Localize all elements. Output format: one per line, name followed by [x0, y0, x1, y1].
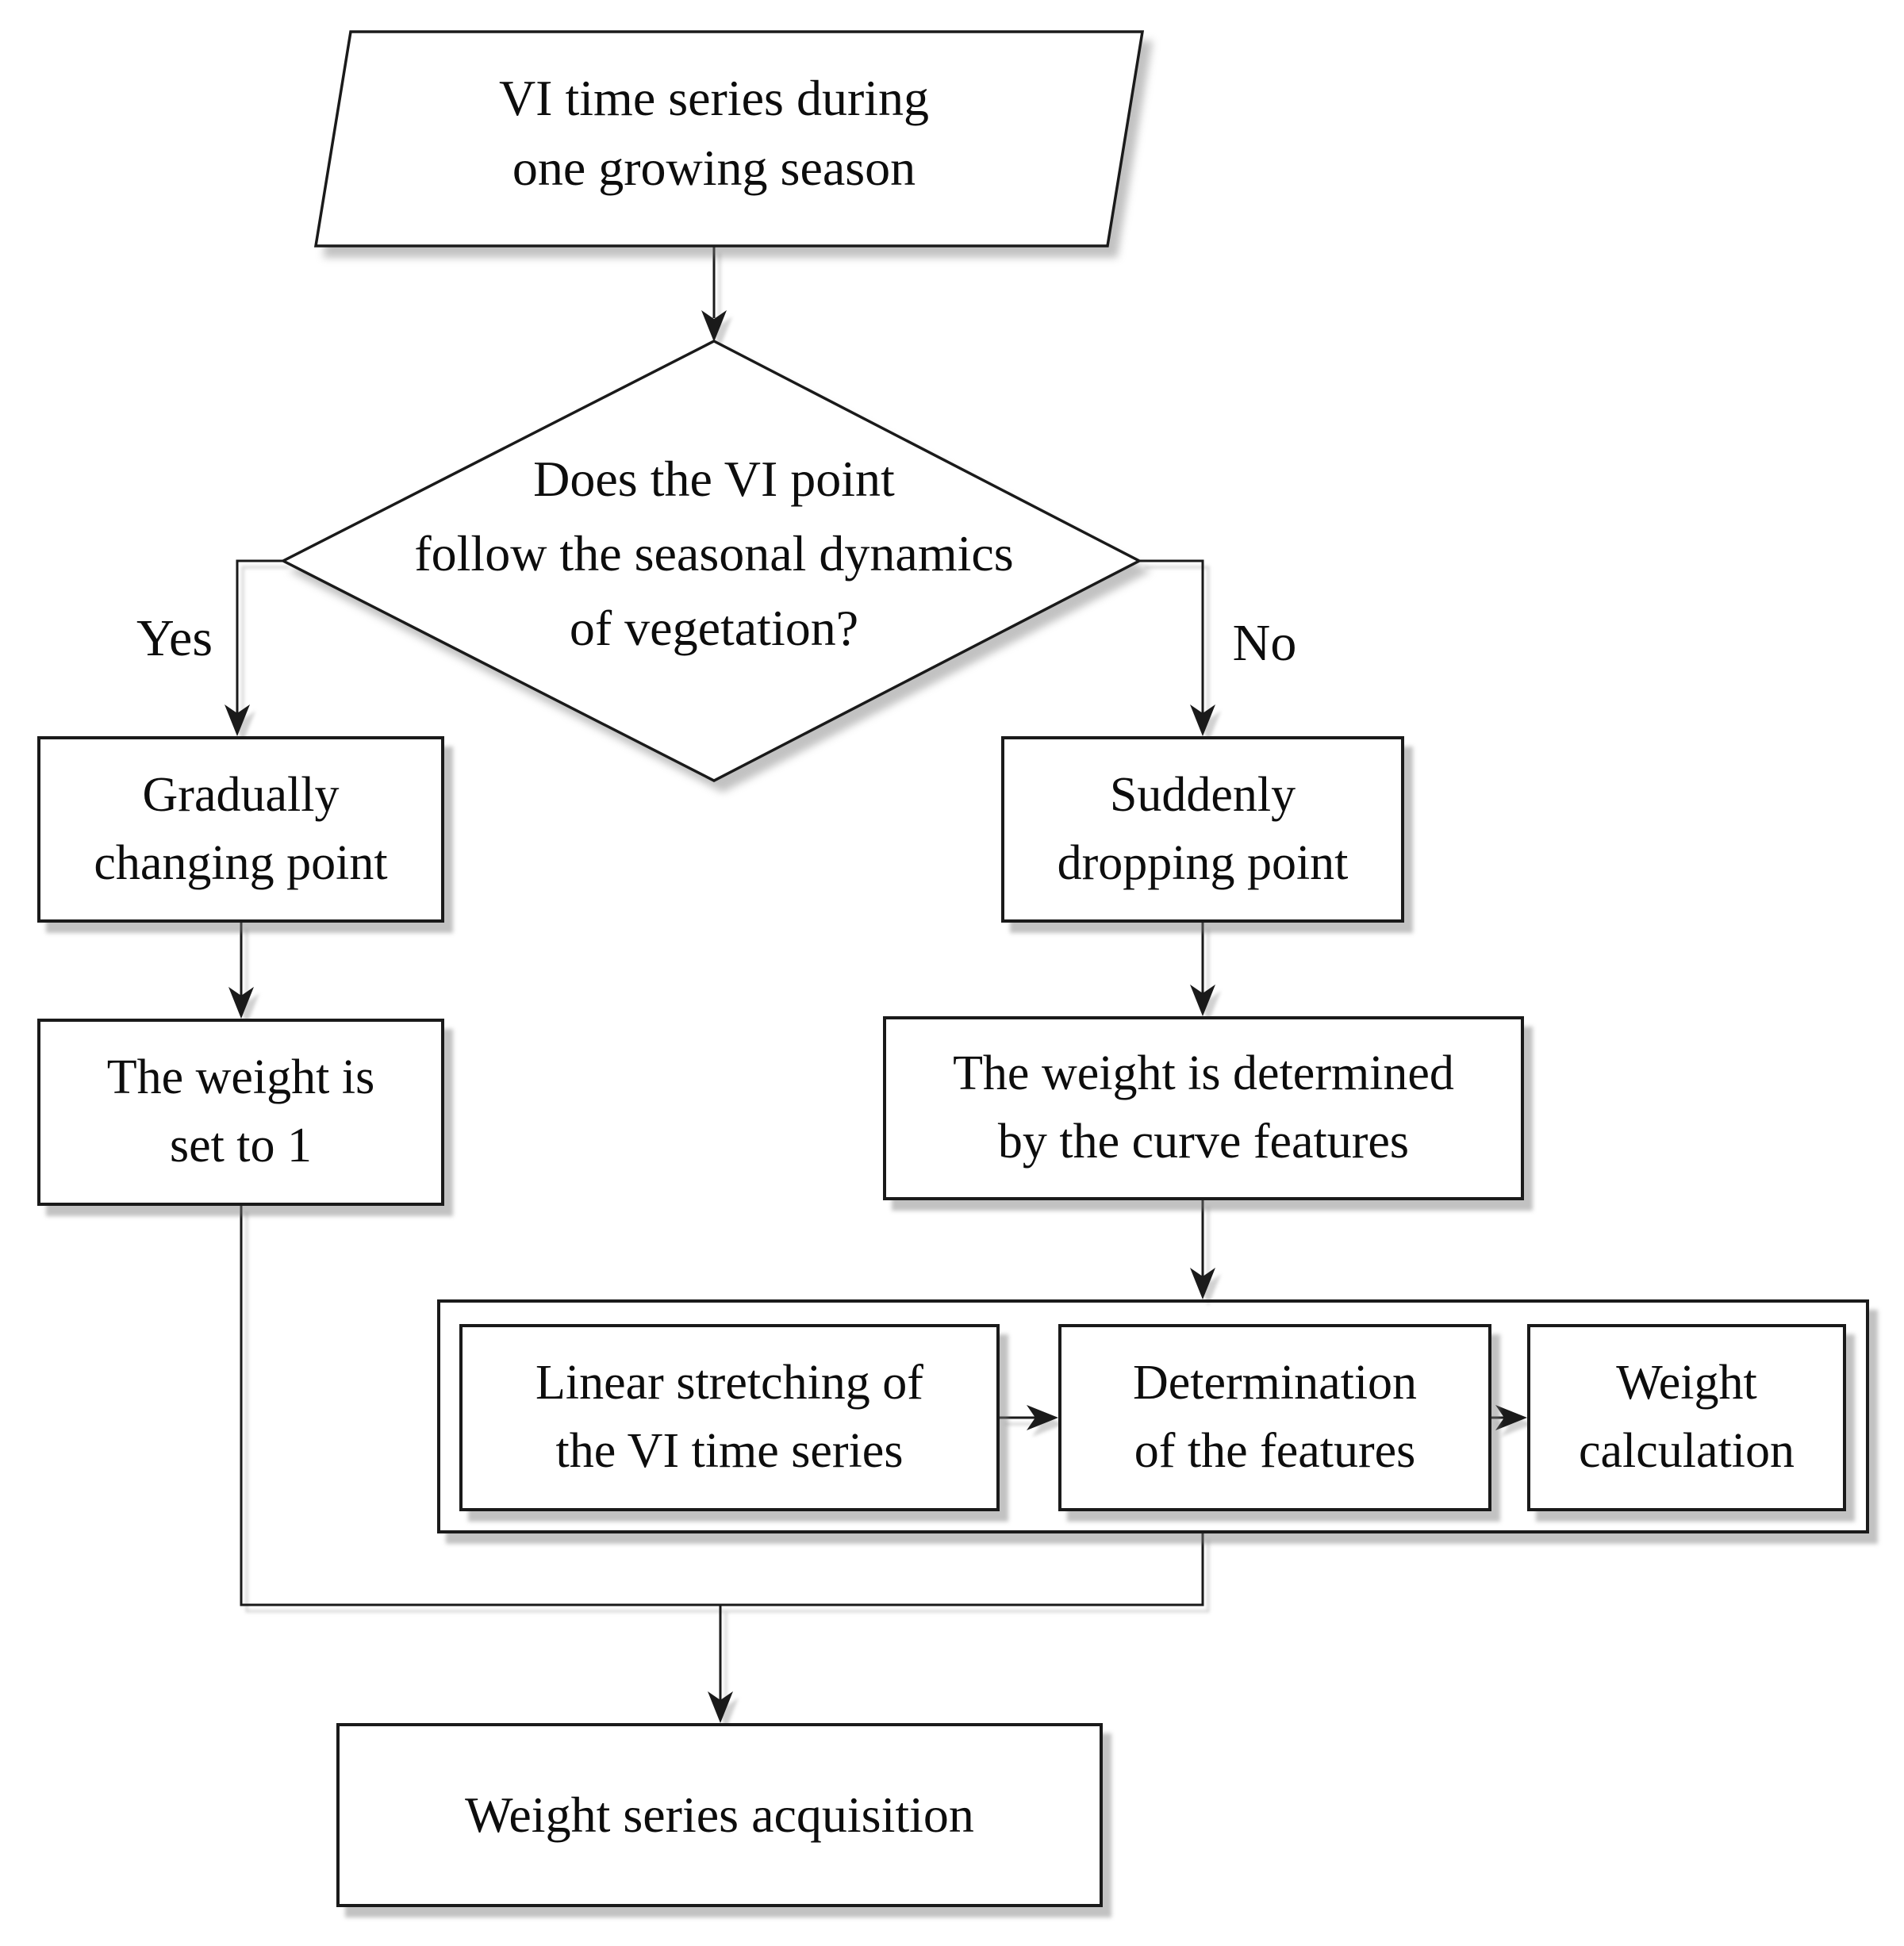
node-weight-procedure-container: Linear stretching of the VI time series … [437, 1299, 1869, 1533]
node-weight-set-to-one: The weight is set to 1 [37, 1019, 444, 1206]
arrowhead-into-weight1 [228, 987, 254, 1019]
node-label-line: calculation [1579, 1424, 1795, 1478]
node-label-line: the VI time series [555, 1424, 904, 1478]
node-weight-series-acquisition: Weight series acquisition [336, 1723, 1103, 1907]
no-label-text: No [1232, 614, 1297, 672]
yes-branch-label: Yes [103, 609, 246, 668]
node-gradually-changing: Gradually changing point [37, 736, 444, 923]
node-determination: Determination of the features [1058, 1324, 1491, 1511]
node-weight-calculation: Weight calculation [1527, 1324, 1846, 1511]
node-label-line: Weight [1616, 1356, 1757, 1411]
node-label-line: by the curve features [997, 1115, 1410, 1169]
node-label-line: follow the seasonal dynamics [414, 525, 1014, 581]
arrowhead-into-container [1190, 1268, 1215, 1299]
arrowhead-into-suddenly [1190, 704, 1215, 736]
node-label-line: Gradually [142, 767, 340, 822]
node-label-line: dropping point [1057, 835, 1349, 890]
node-label-line: Suddenly [1109, 767, 1296, 822]
node-label-line: set to 1 [169, 1119, 313, 1173]
node-label-line: VI time series during [498, 70, 930, 126]
node-label-line: changing point [94, 835, 388, 890]
node-label-line: Does the VI point [533, 451, 895, 507]
node-weight-by-curve: The weight is determined by the curve fe… [883, 1016, 1524, 1200]
edge-decision-no [1139, 559, 1204, 713]
start-node-label: VI time series during one growing season [313, 63, 1115, 203]
decision-node-label: Does the VI point follow the seasonal dy… [313, 442, 1115, 666]
node-linear-stretching: Linear stretching of the VI time series [459, 1324, 1000, 1511]
node-label-line: of the features [1134, 1424, 1416, 1478]
arrowhead-into-curve [1190, 985, 1215, 1016]
node-label-line: of vegetation? [569, 600, 859, 656]
node-label-line: The weight is determined [953, 1046, 1454, 1101]
node-suddenly-dropping: Suddenly dropping point [1001, 736, 1404, 923]
no-branch-label: No [1209, 614, 1320, 673]
arrowhead-into-acquisition [708, 1691, 733, 1723]
arrowhead-into-decision [701, 310, 727, 342]
node-label-line: Linear stretching of [536, 1356, 923, 1411]
node-label-line: Determination [1132, 1356, 1418, 1411]
yes-label-text: Yes [136, 609, 213, 667]
node-label-line: The weight is [106, 1050, 375, 1105]
arrowhead-into-gradually [225, 704, 250, 736]
node-label-line: Weight series acquisition [465, 1786, 974, 1843]
node-label-line: one growing season [512, 140, 916, 196]
